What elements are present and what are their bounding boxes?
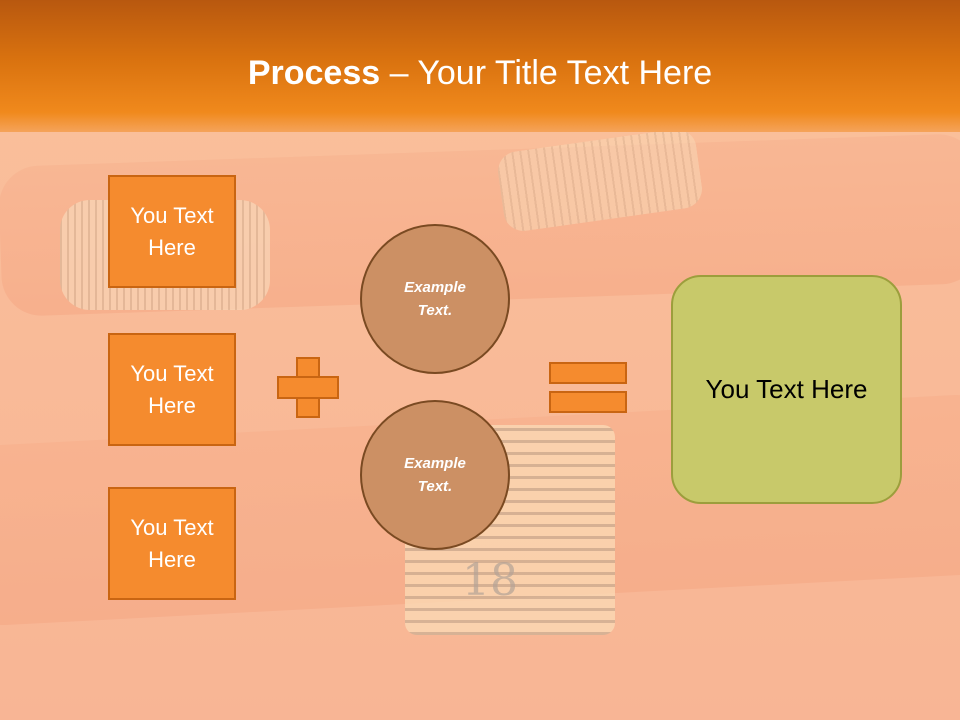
- example-circle-1[interactable]: Example Text.: [360, 224, 510, 374]
- background-tape-number: 18: [462, 555, 518, 606]
- title-rest: – Your Title Text Here: [380, 54, 713, 92]
- circle-label: Example Text.: [404, 455, 466, 495]
- example-circle-2[interactable]: Example Text.: [360, 400, 510, 550]
- slide-title[interactable]: Process – Your Title Text Here: [0, 54, 960, 93]
- circle-label: Example Text.: [404, 279, 466, 319]
- text-box-3[interactable]: You Text Here: [108, 487, 236, 600]
- result-box[interactable]: You Text Here: [671, 275, 902, 504]
- title-bold: Process: [247, 54, 381, 92]
- text-box-2[interactable]: You Text Here: [108, 333, 236, 446]
- text-box-label: You Text Here: [130, 202, 214, 260]
- text-box-1[interactable]: You Text Here: [108, 175, 236, 288]
- text-box-label: You Text Here: [130, 514, 214, 572]
- text-box-label: You Text Here: [130, 360, 214, 418]
- header-bar: Process – Your Title Text Here: [0, 0, 960, 132]
- result-label: You Text Here: [705, 374, 868, 404]
